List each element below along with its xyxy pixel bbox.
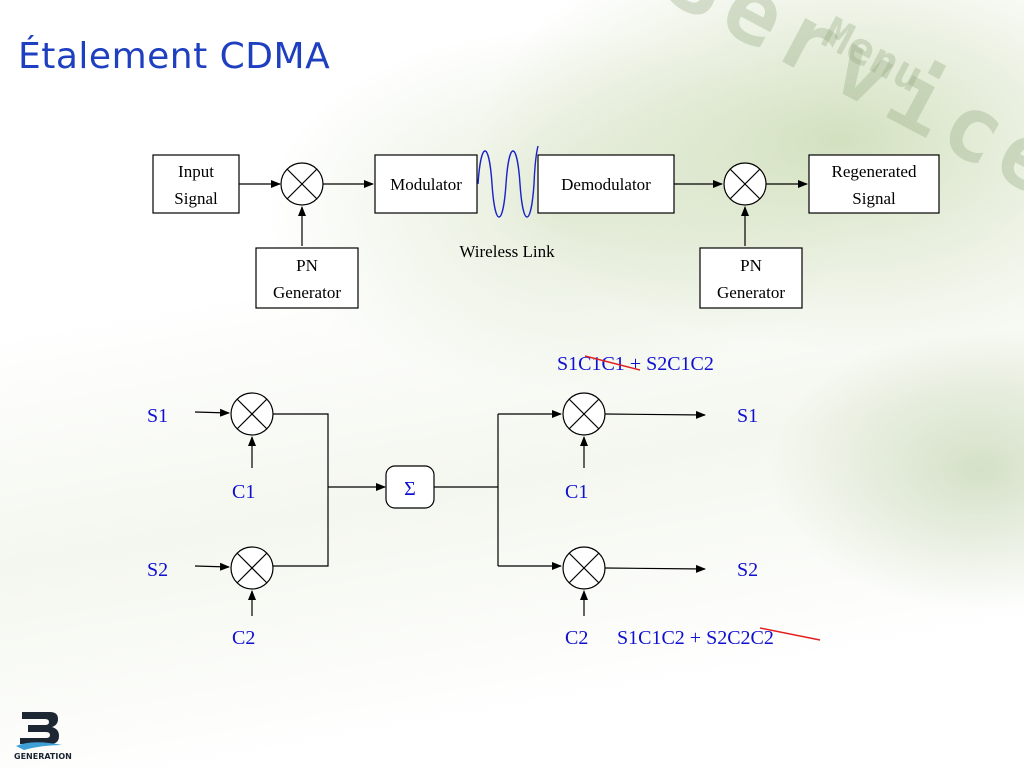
output-c2-label: C2 [565, 627, 588, 649]
mixer-left-icon [280, 162, 324, 206]
mixer-r1-icon [562, 392, 606, 436]
sum-icon: Σ [404, 478, 416, 500]
bottom-diagram: S1 S2 C1 C2 Σ [147, 353, 821, 649]
output-s1-label: S1 [737, 405, 758, 427]
expression-top-part-a: S1 [557, 353, 578, 375]
input-s1-label: S1 [147, 405, 168, 427]
pn-right-label-1: PN [740, 256, 762, 275]
regenerated-signal-box [808, 154, 940, 214]
mixer-s1-icon [230, 392, 274, 436]
expression-top-cancelled: C1C1 [578, 353, 625, 375]
mixer-right-icon [723, 162, 767, 206]
output-s2-label: S2 [737, 559, 758, 581]
input-signal-label-1: Input [178, 162, 214, 181]
cancel-strike-top [584, 355, 641, 371]
arrow-s1-out [604, 410, 706, 419]
wireless-link-label: Wireless Link [459, 242, 555, 261]
pn-generator-left-box [255, 247, 359, 309]
pn-right-label-2: Generator [717, 283, 785, 302]
logo-text: GENERATION [14, 752, 72, 761]
input-s2-label: S2 [147, 559, 168, 581]
3g-logo-icon [16, 712, 62, 750]
mixer-s2-icon [230, 546, 274, 590]
input-signal-label-2: Signal [174, 189, 218, 208]
demodulator-label: Demodulator [561, 175, 651, 194]
expression-bottom-cancelled: C2C2 [727, 627, 774, 649]
expression-bottom-part-a: S1C1C2 + S2 [617, 627, 727, 649]
output-c1-label: C1 [565, 481, 588, 503]
arrow-s1-in [194, 408, 230, 417]
modulator-label: Modulator [390, 175, 462, 194]
arrow-s2-in [194, 562, 230, 571]
mixer-r2-icon [562, 546, 606, 590]
combiner-lines [273, 413, 329, 567]
arrow-s2-out [604, 564, 706, 573]
slide-title: Étalement CDMA [18, 36, 331, 77]
regenerated-label-2: Signal [852, 189, 896, 208]
expression-bottom: S1C1C2 + S2C2C2 [617, 627, 774, 649]
top-diagram: Input Signal PN Generator Modulator Demo… [152, 145, 940, 309]
input-c2-label: C2 [232, 627, 255, 649]
input-signal-box [152, 154, 240, 214]
pn-generator-right-box [699, 247, 803, 309]
regenerated-label-1: Regenerated [832, 162, 917, 181]
input-c1-label: C1 [232, 481, 255, 503]
pn-left-label-1: PN [296, 256, 318, 275]
expression-top-part-b: + S2C1C2 [625, 353, 714, 375]
modulator-box [374, 154, 478, 214]
pn-left-label-2: Generator [273, 283, 341, 302]
wireless-wave-icon [477, 145, 539, 218]
expression-top: S1C1C1 + S2C1C2 [557, 353, 714, 375]
cancel-strike-bottom [759, 627, 821, 641]
